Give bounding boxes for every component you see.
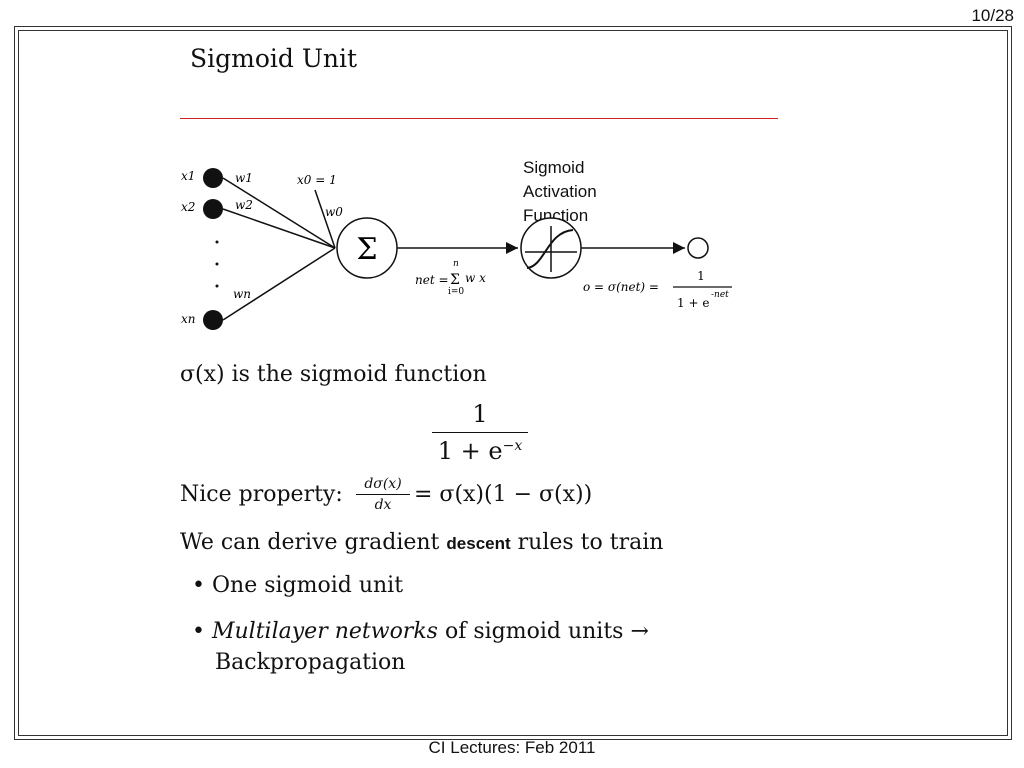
bullet-text: of sigmoid units → [437, 619, 649, 644]
title-underline [180, 118, 778, 119]
ellipsis-dot [215, 262, 219, 266]
activation-label: Sigmoid Activation Function [523, 156, 597, 228]
sigmoid-curve-icon [526, 229, 574, 269]
derive-sentence: We can derive gradient descent rules to … [180, 530, 663, 555]
net-label: net = [415, 273, 449, 287]
nice-property-prefix: Nice property: [180, 482, 343, 507]
input-node-x1 [203, 168, 223, 188]
sigmoid-formula: 1 1 + e−x [432, 400, 528, 465]
ellipsis-dot [215, 240, 219, 244]
bias-weight-label: w0 [325, 205, 343, 219]
bullet-emphasis: Multilayer networks [211, 619, 438, 644]
activation-label-line: Sigmoid [523, 158, 585, 177]
sigmoid-unit-diagram: x1 x2 xn w1 w2 wn x0 = 1 w0 Σ net = n Σ … [181, 168, 732, 330]
sum-symbol: Σ [356, 232, 377, 267]
footer: CI Lectures: Feb 2011 [428, 738, 596, 757]
input-label-xn: xn [181, 312, 196, 326]
weight-label-w2: w2 [235, 198, 253, 212]
sigmoid-definition: σ(x) is the sigmoid function [180, 362, 487, 387]
output-num: 1 [697, 269, 705, 283]
derive-word: descent [446, 534, 511, 553]
derive-prefix: We can derive gradient [180, 530, 440, 555]
sum-lower: i=0 [448, 287, 464, 297]
formula-den-exponent: −x [502, 438, 523, 454]
input-label-x1: x1 [181, 169, 195, 183]
ellipsis-dot [215, 284, 219, 288]
sum-upper: n [453, 259, 459, 269]
slide-frame-outer [14, 26, 1012, 740]
formula-numerator: 1 [432, 400, 528, 433]
nice-property-rhs: = σ(x)(1 − σ(x)) [414, 482, 593, 507]
sum-sign: Σ [450, 272, 460, 288]
slide-frame-inner [18, 30, 1008, 736]
input-label-x2: x2 [181, 200, 195, 214]
input-node-xn [203, 310, 223, 330]
bullet-item: • Multilayer networks of sigmoid units → [192, 619, 649, 644]
output-node [687, 237, 709, 259]
derivative-numerator: dσ(x) [356, 476, 410, 495]
output-den-exp: -net [711, 290, 729, 300]
bullet-text: One sigmoid unit [211, 573, 404, 598]
formula-den-base: 1 + e [437, 437, 503, 465]
bullet-continuation: Backpropagation [215, 650, 406, 675]
slide-title: Sigmoid Unit [190, 44, 358, 73]
input-node-x2 [203, 199, 223, 219]
derive-suffix: rules to train [517, 530, 664, 555]
derivative-fraction: dσ(x) dx [356, 476, 410, 513]
activation-label-line: Activation [523, 182, 597, 201]
weight-label-w1: w1 [235, 171, 253, 185]
output-den: 1 + e [677, 296, 709, 310]
bias-input-label: x0 = 1 [297, 173, 337, 187]
formula-denominator: 1 + e−x [432, 433, 528, 465]
bullet-item: • One sigmoid unit [192, 573, 404, 598]
output-label: o = σ(net) = [583, 280, 659, 294]
page-number: 10/28 [971, 6, 1014, 25]
derivative-denominator: dx [374, 497, 392, 513]
weight-label-wn: wn [233, 287, 251, 301]
sum-expression: w x [465, 271, 486, 285]
